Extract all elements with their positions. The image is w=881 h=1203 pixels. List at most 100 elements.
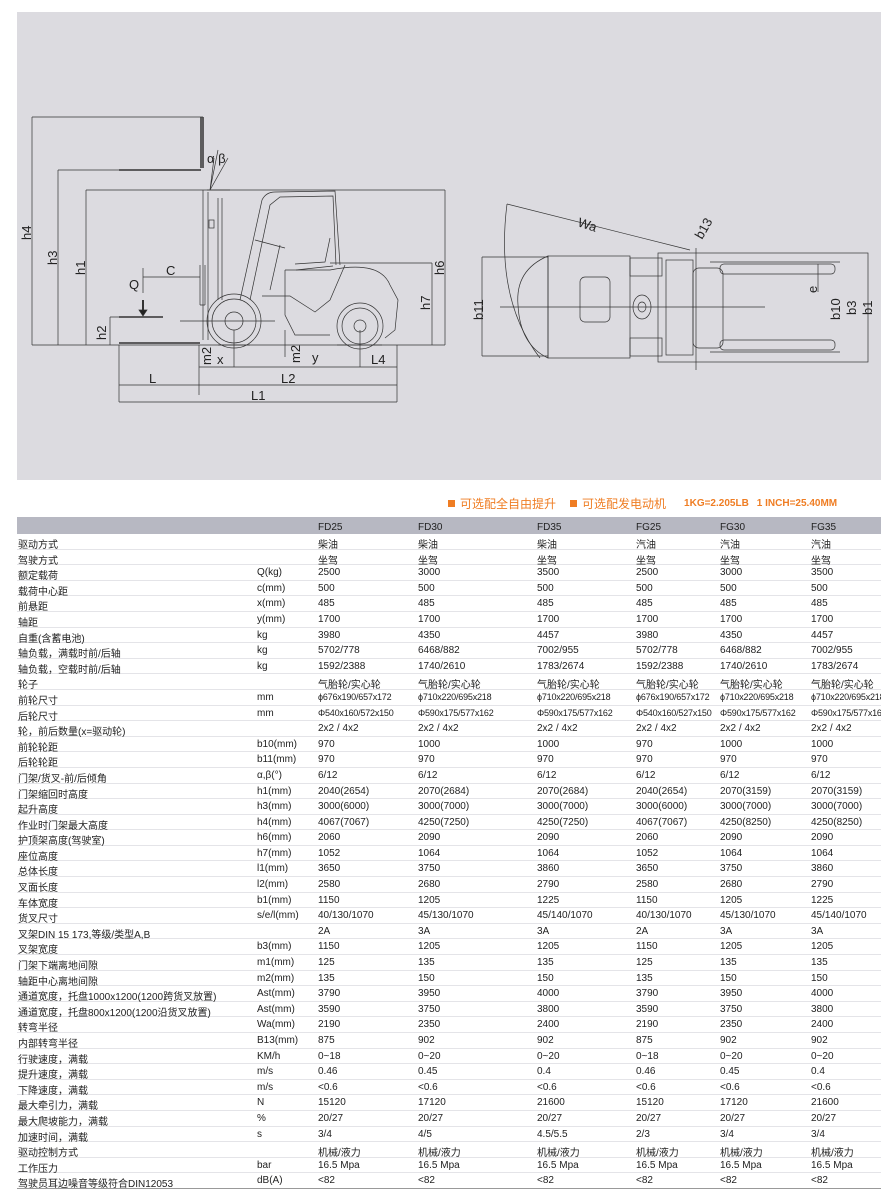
- cell-value: 3750: [418, 863, 441, 875]
- cell-value: 0~20: [418, 1050, 441, 1062]
- cell-value: 6/12: [537, 769, 557, 781]
- cell-value: 0.46: [636, 1066, 656, 1078]
- table-row: 驾驶方式坐驾坐驾坐驾坐驾坐驾坐驾: [17, 550, 881, 567]
- row-unit: α,β(°): [257, 769, 282, 781]
- cell-value: 2A: [636, 925, 649, 937]
- cell-value: 3860: [811, 863, 834, 875]
- table-row: 驱动控制方式机械/液力机械/液力机械/液力机械/液力机械/液力机械/液力: [17, 1142, 881, 1160]
- cell-value: 3750: [720, 863, 743, 875]
- cell-value: 21600: [537, 1097, 565, 1109]
- cell-value: 1592/2388: [636, 660, 684, 672]
- row-label: 轴距中心离地间隙: [18, 976, 98, 988]
- cell-value: 坐驾: [537, 555, 557, 567]
- row-unit: N: [257, 1097, 265, 1109]
- cell-value: 3/4: [811, 1128, 825, 1140]
- cell-value: 1225: [811, 894, 834, 906]
- cell-value: Φ590x175/577x162: [418, 707, 494, 718]
- cell-value: 20/27: [811, 1112, 837, 1124]
- cell-value: 500: [537, 582, 554, 594]
- row-unit: l1(mm): [257, 863, 289, 875]
- cell-value: 汽油: [636, 540, 656, 551]
- label-l1: L1: [251, 388, 265, 403]
- cell-value: 2400: [811, 1019, 834, 1031]
- row-unit: m2(mm): [257, 972, 295, 984]
- cell-value: <82: [318, 1175, 335, 1187]
- cell-value: 机械/液力: [636, 1148, 679, 1160]
- cell-value: 16.5 Mpa: [537, 1159, 579, 1171]
- cell-value: 970: [318, 754, 335, 766]
- cell-value: 4000: [811, 988, 834, 1000]
- top-view-labels: Wa b13 b11 e b10 b3 b1: [471, 215, 875, 320]
- cell-value: 3500: [537, 567, 560, 579]
- label-l2: L2: [281, 371, 295, 386]
- cell-value: 902: [811, 1035, 828, 1046]
- cell-value: 气胎轮/实心轮: [537, 680, 600, 692]
- cell-value: 6/12: [636, 769, 656, 781]
- cell-value: 气胎轮/实心轮: [720, 680, 783, 692]
- row-unit: h7(mm): [257, 847, 292, 859]
- cell-value: 2090: [811, 832, 834, 844]
- cell-value: 902: [418, 1035, 435, 1046]
- cell-value: 0~20: [537, 1050, 560, 1062]
- cell-value: 2580: [318, 879, 341, 891]
- conversion-kg-lb: 1KG=2.205LB: [684, 497, 749, 509]
- label-q: Q: [129, 277, 139, 292]
- row-label: 车体宽度: [18, 898, 58, 910]
- cell-value: 45/140/1070: [537, 910, 593, 922]
- label-l: L: [149, 371, 156, 386]
- cell-value: 3650: [636, 863, 659, 875]
- cell-value: 柴油: [318, 540, 338, 551]
- cell-value: 3000(7000): [537, 801, 589, 813]
- cell-value: 2x2 / 4x2: [418, 723, 459, 735]
- label-y: y: [312, 350, 319, 365]
- row-label: 座位高度: [18, 851, 58, 863]
- cell-value: 2x2 / 4x2: [537, 723, 578, 735]
- cell-value: 2x2 / 4x2: [811, 723, 852, 735]
- row-label: 最大牵引力，满载: [18, 1101, 98, 1113]
- cell-value: ϕ676x190/657x172: [318, 691, 392, 702]
- row-label: 轴负载，满载时前/后轴: [18, 649, 121, 661]
- cell-value: 5702/778: [636, 645, 678, 657]
- cell-value: 1700: [811, 613, 834, 625]
- model-header: FD25: [318, 522, 343, 533]
- cell-value: 1150: [636, 894, 658, 906]
- cell-value: Φ540x160/572x150: [318, 707, 394, 718]
- cell-value: 1000: [720, 738, 743, 750]
- row-label: 前轮尺寸: [18, 695, 58, 707]
- row-unit: kg: [257, 645, 268, 657]
- cell-value: 45/130/1070: [418, 910, 474, 922]
- cell-value: 16.5 Mpa: [636, 1159, 678, 1171]
- cell-value: 2580: [636, 879, 659, 891]
- cell-value: 4250(7250): [537, 816, 589, 828]
- cell-value: 3590: [318, 1003, 341, 1015]
- cell-value: 500: [720, 582, 737, 594]
- cell-value: 2070(3159): [811, 785, 863, 797]
- label-x: x: [217, 352, 224, 367]
- row-label: 驾驶方式: [18, 555, 58, 567]
- cell-value: 3000(6000): [636, 801, 688, 813]
- cell-value: 1000: [418, 738, 441, 750]
- cell-value: 1000: [537, 738, 560, 750]
- row-unit: s: [257, 1128, 262, 1140]
- orange-square-icon: [570, 499, 578, 507]
- model-header: FG30: [720, 522, 746, 533]
- cell-value: <0.6: [318, 1081, 338, 1093]
- cell-value: 135: [636, 972, 653, 984]
- cell-value: 1205: [720, 941, 743, 953]
- cell-value: 135: [418, 957, 435, 969]
- cell-value: 1205: [418, 894, 441, 906]
- cell-value: 4350: [720, 629, 743, 641]
